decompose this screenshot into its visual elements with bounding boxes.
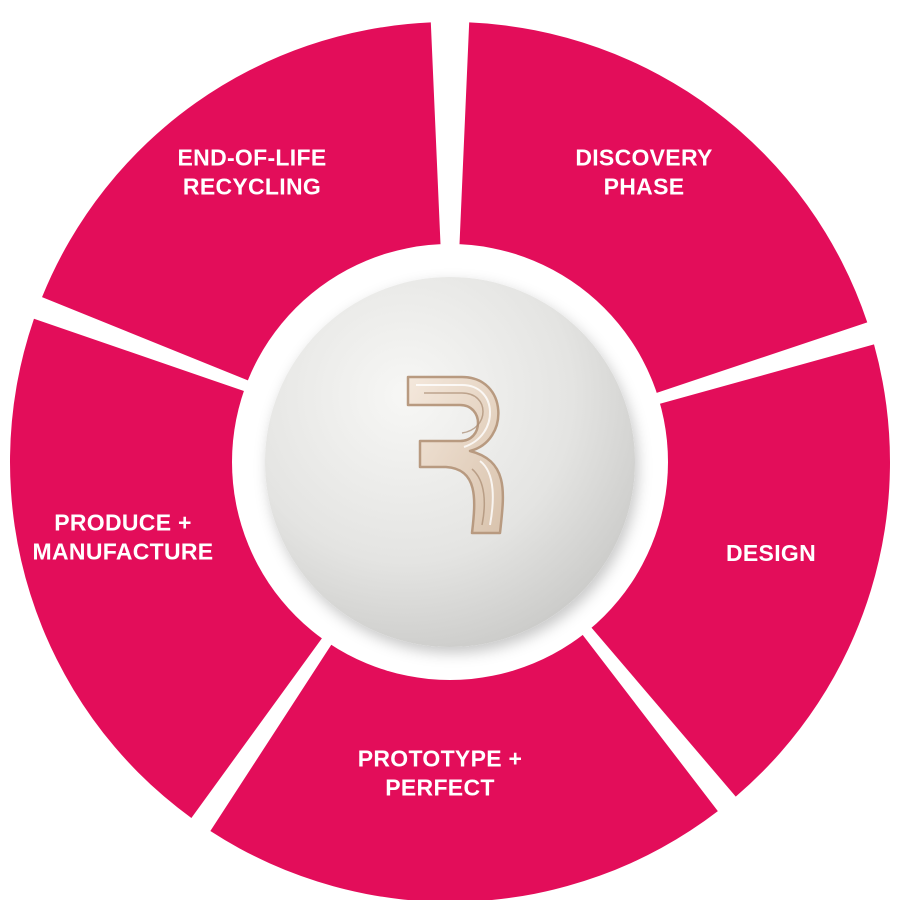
r-logo-icon <box>406 375 505 535</box>
segment-label-line: RECYCLING <box>183 174 321 200</box>
segment-label-line: PERFECT <box>385 775 494 801</box>
segment-label-line: MANUFACTURE <box>33 539 214 565</box>
segment-label-recycling: END-OF-LIFE RECYCLING <box>178 145 327 200</box>
segment-label-line: END-OF-LIFE <box>178 145 327 171</box>
segment-produce <box>10 318 324 818</box>
segment-label-line: DESIGN <box>726 540 816 566</box>
segment-label-produce: PRODUCE + MANUFACTURE <box>33 510 214 565</box>
segment-label-line: DISCOVERY <box>575 145 712 171</box>
segment-recycling <box>42 22 441 382</box>
segment-discovery <box>459 22 868 394</box>
segment-label-line: PRODUCE + <box>54 510 192 536</box>
segment-label-design: DESIGN <box>726 540 816 566</box>
segment-label-prototype: PROTOTYPE + PERFECT <box>358 746 523 801</box>
segment-label-line: PHASE <box>604 174 685 200</box>
segment-prototype <box>210 633 718 900</box>
segment-label-line: PROTOTYPE + <box>358 746 523 772</box>
segment-label-discovery: DISCOVERY PHASE <box>575 145 712 200</box>
segment-design <box>590 344 890 797</box>
